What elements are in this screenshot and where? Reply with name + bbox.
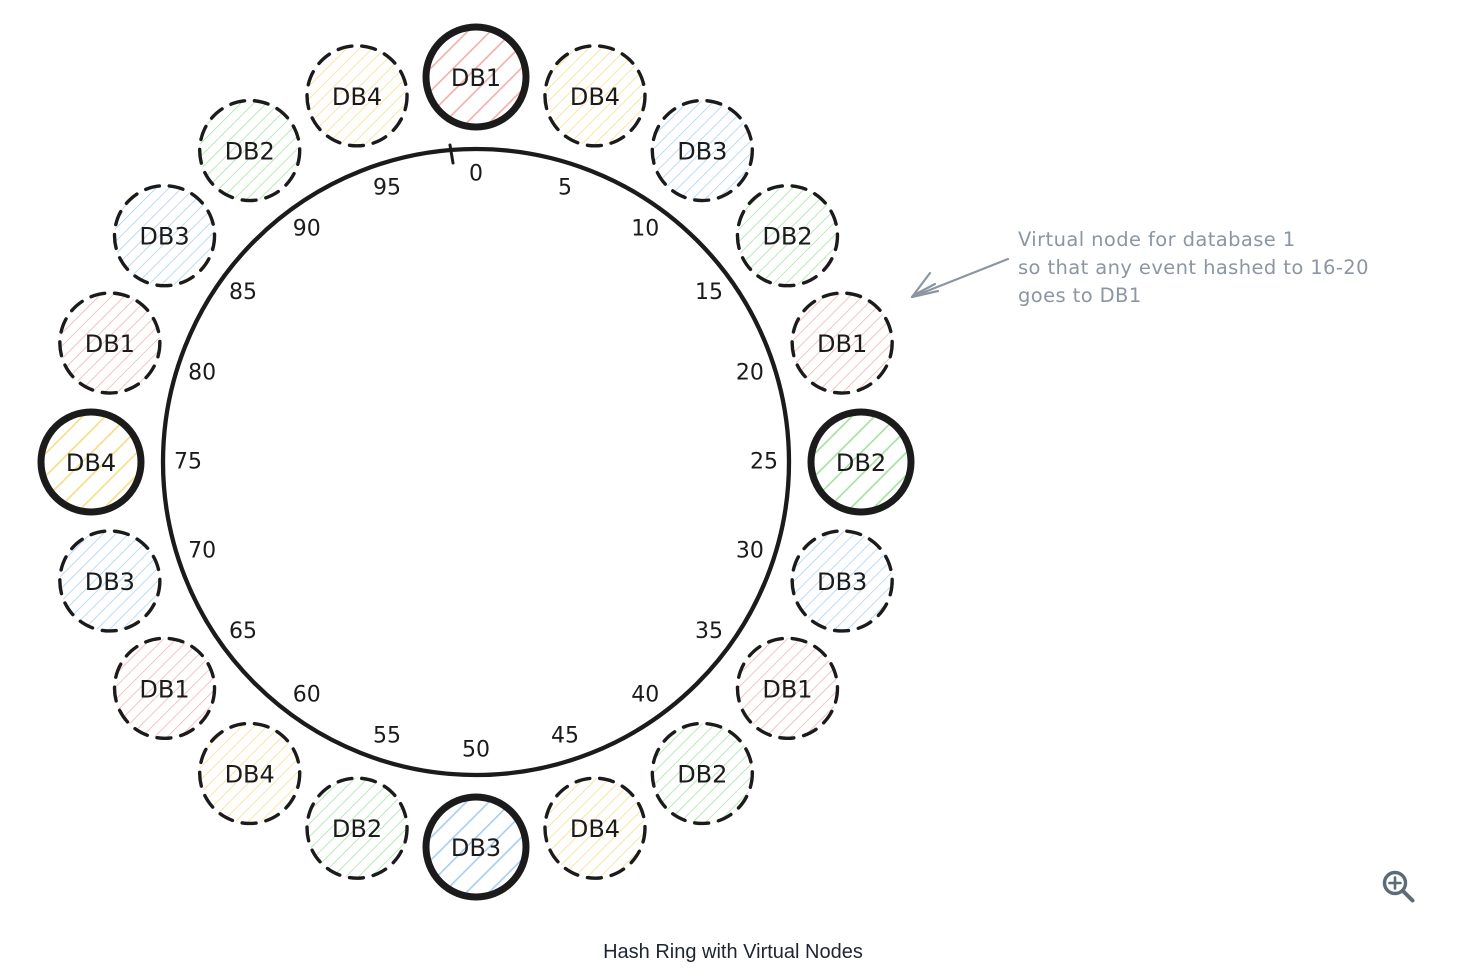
node-db3-pos-10-virtual: DB3: [650, 98, 754, 203]
virtual-node-circle: [112, 636, 217, 740]
ring-tick-label-10: 10: [631, 217, 659, 242]
node-label: DB4: [332, 83, 382, 111]
physical-node-circle: [422, 23, 530, 131]
node-db1-pos-20-virtual: DB1: [790, 291, 894, 395]
node-label: DB2: [836, 449, 886, 477]
zoom-in-icon: [1382, 870, 1415, 903]
node-db3-pos-70-virtual: DB3: [58, 529, 162, 633]
virtual-node-circle: [112, 184, 217, 288]
ring-tick-label-30: 30: [736, 538, 764, 563]
node-label: DB2: [677, 760, 727, 788]
node-label: DB4: [570, 83, 620, 111]
node-db4-pos-60-virtual: DB4: [198, 721, 302, 826]
node-db1-pos-35-virtual: DB1: [735, 636, 840, 740]
node-db4-pos-95-virtual: DB4: [305, 44, 409, 148]
ring-tick-label-90: 90: [293, 217, 321, 242]
virtual-node-circle: [198, 721, 302, 826]
node-db3-pos-30-virtual: DB3: [790, 529, 894, 633]
virtual-node-circle: [650, 98, 754, 203]
ring-tick-label-20: 20: [736, 361, 764, 386]
virtual-node-circle: [650, 721, 754, 826]
ring-tick-label-80: 80: [188, 361, 216, 386]
ring-tick-label-15: 15: [695, 280, 723, 305]
node-label: DB2: [225, 138, 275, 166]
node-label: DB2: [332, 815, 382, 843]
node-db1-pos-80-virtual: DB1: [58, 291, 162, 395]
node-db3-pos-85-virtual: DB3: [112, 184, 217, 288]
annotation-line-1: Virtual node for database 1: [1018, 228, 1296, 251]
node-label: DB1: [817, 330, 867, 358]
node-db4-pos-45-virtual: DB4: [543, 776, 647, 880]
node-label: DB4: [570, 815, 620, 843]
physical-node-circle: [37, 408, 145, 516]
virtual-node-circle: [58, 291, 162, 395]
virtual-node-circle: [305, 44, 409, 148]
virtual-node-circle: [305, 776, 409, 880]
node-db4-pos-5-virtual: DB4: [543, 44, 647, 148]
node-db2-pos-25-physical: DB2: [807, 408, 915, 516]
virtual-node-circle: [735, 184, 840, 288]
ring-tick-label-60: 60: [293, 682, 321, 707]
ring-tick-label-95: 95: [373, 176, 401, 201]
ring-tick-label-50: 50: [462, 738, 490, 763]
ring-tick-label-5: 5: [558, 176, 572, 201]
ring-tick-label-75: 75: [174, 450, 202, 475]
node-db2-pos-55-virtual: DB2: [305, 776, 409, 880]
annotation-line-2: so that any event hashed to 16-20: [1018, 256, 1369, 279]
node-label: DB2: [762, 223, 812, 251]
node-label: DB1: [139, 675, 189, 703]
physical-node-circle: [422, 793, 530, 901]
node-db2-pos-15-virtual: DB2: [735, 184, 840, 288]
node-db4-pos-75-physical: DB4: [37, 408, 145, 516]
node-label: DB3: [85, 568, 135, 596]
ring-tick-label-0: 0: [469, 162, 483, 187]
ring-tick-label-35: 35: [695, 619, 723, 644]
virtual-node-circle: [58, 529, 162, 633]
physical-node-circle: [807, 408, 915, 516]
annotation-line-3: goes to DB1: [1018, 284, 1142, 307]
node-label: DB3: [139, 223, 189, 251]
node-db1-pos-65-virtual: DB1: [112, 636, 217, 740]
node-label: DB1: [762, 675, 812, 703]
node-label: DB4: [66, 449, 116, 477]
virtual-node-circle: [198, 98, 302, 203]
virtual-node-circle: [543, 776, 647, 880]
zoom-in-button[interactable]: [1374, 862, 1422, 910]
ring-zero-tick: [448, 143, 455, 165]
node-label: DB1: [85, 330, 135, 358]
annotation: Virtual node for database 1 so that any e…: [1018, 228, 1369, 307]
virtual-node-circle: [735, 636, 840, 740]
node-db3-pos-50-physical: DB3: [422, 793, 530, 901]
node-label: DB1: [451, 64, 501, 92]
hash-ring-circle: [160, 146, 792, 778]
node-db1-pos-0-physical: DB1: [422, 23, 530, 131]
node-label: DB3: [817, 568, 867, 596]
virtual-node-circle: [790, 291, 894, 395]
ring-tick-label-85: 85: [229, 280, 257, 305]
annotation-arrow: [910, 257, 1010, 299]
node-label: DB4: [225, 760, 275, 788]
ring-tick-label-70: 70: [188, 538, 216, 563]
virtual-node-circle: [790, 529, 894, 633]
ring-tick-label-65: 65: [229, 619, 257, 644]
ring-tick-label-40: 40: [631, 682, 659, 707]
node-db2-pos-40-virtual: DB2: [650, 721, 754, 826]
ring-tick-label-45: 45: [551, 723, 579, 748]
ring-tick-label-25: 25: [750, 450, 778, 475]
virtual-node-circle: [543, 44, 647, 148]
ring-tick-label-55: 55: [373, 723, 401, 748]
node-label: DB3: [677, 138, 727, 166]
diagram-caption: Hash Ring with Virtual Nodes: [603, 941, 863, 963]
node-db2-pos-90-virtual: DB2: [198, 98, 302, 203]
node-label: DB3: [451, 834, 501, 862]
